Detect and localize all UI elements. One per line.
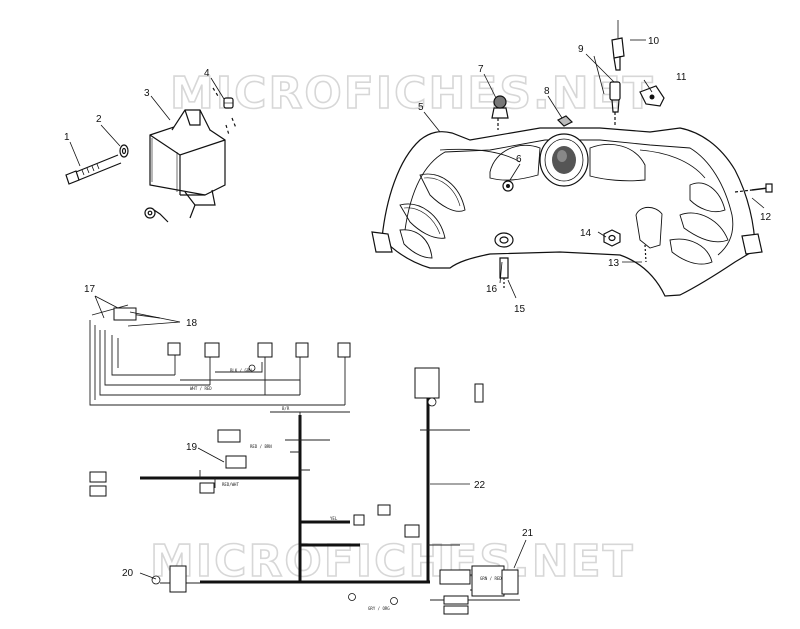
speedometer-gauge [539,133,589,187]
ignition-switch-part [609,20,625,126]
callout-9: 9 [578,44,584,55]
callout-13: 13 [608,258,620,269]
watermark-bottom: MICROFICHES.NET [150,536,635,587]
svg-text:YEL: YEL [330,516,338,521]
callout-22: 22 [474,480,486,491]
control-module-part [149,109,226,219]
nut-part [212,87,237,136]
ring-terminal-part [144,207,169,223]
svg-text:RED / BRN: RED / BRN [250,444,272,449]
svg-text:WHT / RED: WHT / RED [190,386,212,391]
leader-lines [69,39,765,299]
callout-labels: 1 2 3 4 5 6 7 8 9 10 11 12 13 14 15 16 1… [64,36,772,579]
leader-lines-lower [94,295,527,580]
callout-1: 1 [64,132,70,143]
svg-text:GRY / ORG: GRY / ORG [368,606,390,611]
module-assembly [65,87,237,223]
svg-text:B/R: B/R [282,406,290,411]
callout-18: 18 [186,318,198,329]
callout-7: 7 [478,64,484,75]
callout-14: 14 [580,228,592,239]
screw-part [734,183,773,193]
callout-8: 8 [544,86,550,97]
connector-group [89,307,519,615]
callout-4: 4 [204,68,210,79]
svg-text:BLK / GRN: BLK / GRN [230,368,252,373]
hex-nut-part [603,229,621,247]
callout-2: 2 [96,114,102,125]
callout-21: 21 [522,528,534,539]
wiring-harness: BLK / GRN WHT / RED B/R RED / BRN RED/WH… [89,304,520,615]
callout-16: 16 [486,284,498,295]
svg-text:RED/WHT: RED/WHT [222,482,239,487]
left-vent-slots [399,173,466,259]
callout-20: 20 [122,568,134,579]
main-harness-trunk [140,380,430,584]
grommet-part [494,232,514,248]
callout-11: 11 [676,72,687,83]
callout-17: 17 [84,284,96,295]
callout-15: 15 [514,304,526,315]
dash-panel-assembly [371,20,773,297]
washer-part [119,144,129,158]
right-vent-slots [669,182,729,265]
clip-part [556,115,574,127]
callout-5: 5 [418,102,424,113]
watermark-top: MICROFICHES.NET [170,68,655,119]
svg-text:GRN / RED: GRN / RED [480,576,502,581]
callout-6: 6 [516,154,522,165]
callout-3: 3 [144,88,150,99]
callout-12: 12 [760,212,772,223]
callout-19: 19 [186,442,198,453]
bolt-part [65,154,122,185]
wire-codes: BLK / GRN WHT / RED B/R RED / BRN RED/WH… [190,368,502,611]
callout-10: 10 [648,36,660,47]
bulb-socket-part [491,95,509,130]
indicator-lamp [502,180,514,192]
